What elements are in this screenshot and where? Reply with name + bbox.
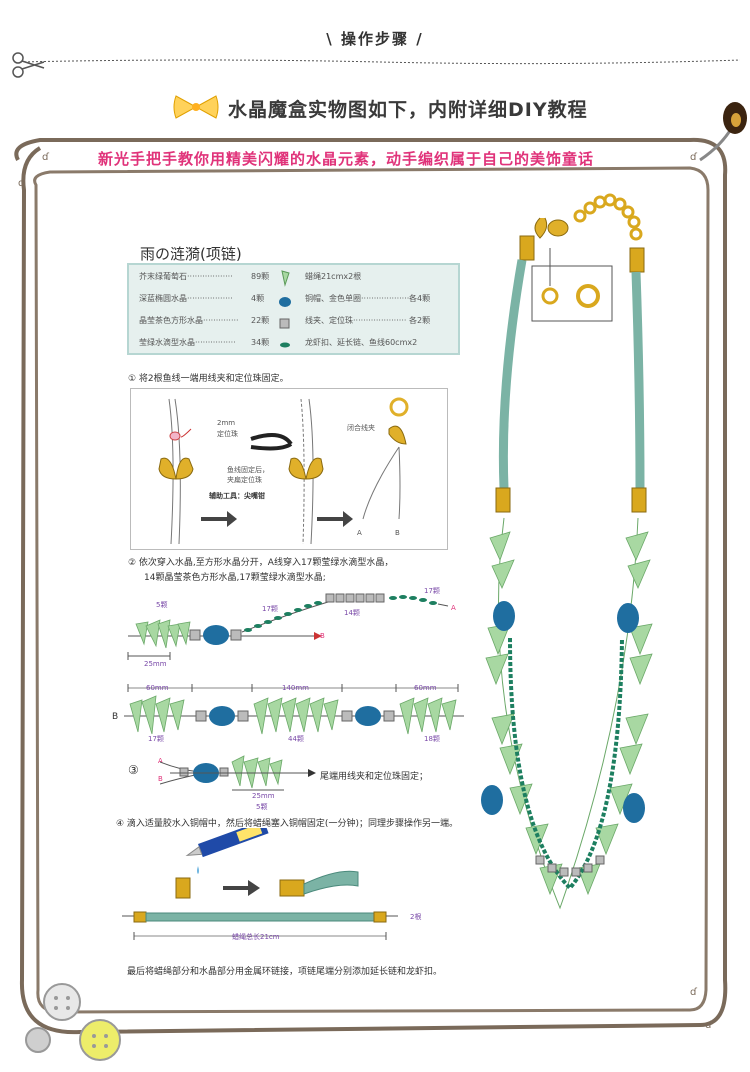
sub-heading: 新光手把手教你用精美闪耀的水晶元素，动手编织属于自己的美饰童话 (98, 150, 595, 168)
table-row: 深蓝椭圆水晶·················· 4颗 铜帽、金色单圈·····… (139, 294, 431, 303)
step1-diagram: 2mm 定位珠 鱼线固定后， 夹扁定位珠 辅助工具：尖嘴钳 闭合线夹 A B (130, 388, 448, 550)
step4-diagram (122, 828, 398, 940)
step2-diagram (124, 593, 464, 735)
safety-pin-icon (699, 102, 747, 162)
table-row: 莹绿水滴型水晶················ 34颗 龙虾扣、延长链、鱼线60… (139, 338, 418, 347)
step2-text-line1: ② 依次穿入水晶,至方形水晶分开，A线穿入17颗莹绿水滴型水晶， (128, 558, 394, 568)
table-row: 晶莹茶色方形水晶·············· 22颗 线夹、定位珠·······… (139, 316, 431, 325)
svg-text:ɗ: ɗ (705, 1020, 713, 1031)
step3-text: 尾端用线夹和定位珠固定； (320, 772, 429, 782)
svg-text:ɗ: ɗ (690, 987, 698, 998)
svg-text:ɗ: ɗ (18, 178, 26, 189)
necklace-title: 雨の涟漪(项链) (140, 245, 242, 263)
scissors-icon (12, 52, 45, 78)
step1-illustration (158, 397, 409, 545)
svg-text:ɗ: ɗ (690, 152, 698, 163)
final-instruction: 最后将蜡绳部分和水晶部分用金属环链接，项链尾端分别添加延长链和龙虾扣。 (127, 967, 443, 977)
step2-text-line2: 14颗晶莹茶色方形水晶,17颗莹绿水滴型水晶; (144, 573, 326, 583)
button-decoration-icon (25, 983, 121, 1061)
necklace-illustration (481, 193, 653, 910)
step3-number: ③ (128, 763, 139, 777)
table-row: 芥末绿葡萄石·················· 89颗 蜡绳21cmx2根 (139, 272, 362, 281)
bead-icons (279, 270, 291, 348)
step1-text: ① 将2根鱼线一端用线夹和定位珠固定。 (128, 374, 289, 384)
main-heading: 水晶魔盒实物图如下，内附详细DIY教程 (228, 99, 588, 121)
step4-text: ④ 滴入适量胶水入铜帽中，然后将蜡绳塞入铜帽固定(一分钟)；同理步骤操作另一端。 (116, 819, 458, 829)
svg-text:ɗ: ɗ (42, 152, 50, 163)
bow-icon (173, 95, 219, 119)
step3-diagram (160, 755, 316, 791)
page-header-title: \ 操作步骤 / (326, 30, 424, 48)
materials-table: 芥末绿葡萄石·················· 89颗 蜡绳21cmx2根 深… (127, 263, 460, 355)
